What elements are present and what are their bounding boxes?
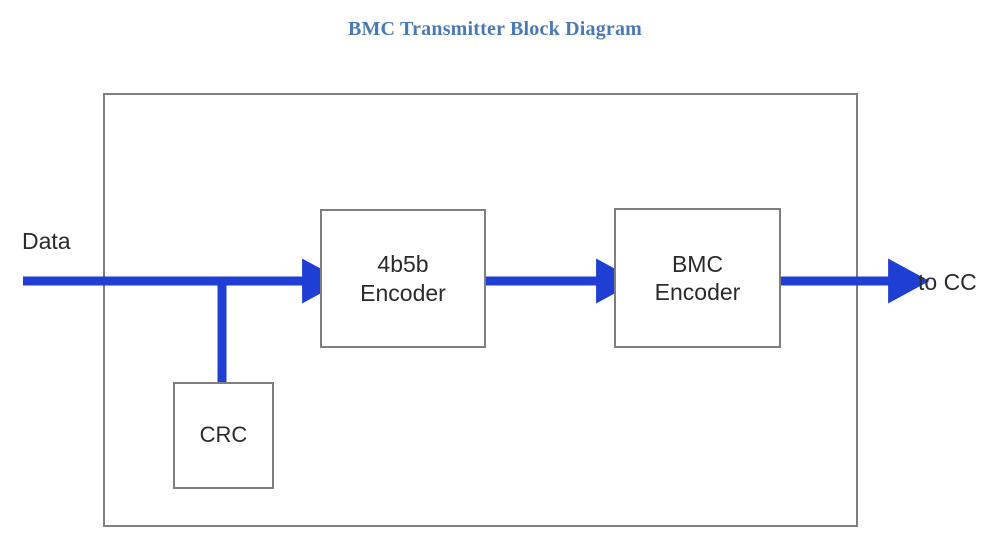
block-4b5b-encoder: 4b5b Encoder	[320, 209, 486, 348]
input-label-data: Data	[22, 228, 71, 254]
block-4b5b-encoder-line1: 4b5b	[377, 251, 429, 278]
output-label-to-cc: to CC	[918, 269, 977, 295]
block-crc-line1: CRC	[199, 422, 248, 448]
block-crc: CRC	[173, 382, 274, 489]
transmitter-boundary	[103, 93, 858, 527]
block-bmc-encoder-line2: Encoder	[654, 279, 741, 305]
page-title: BMC Transmitter Block Diagram	[347, 18, 643, 40]
block-bmc-encoder: BMC Encoder	[614, 208, 781, 348]
block-bmc-encoder-line1: BMC	[671, 250, 724, 277]
block-4b5b-encoder-line2: Encoder	[360, 279, 446, 306]
